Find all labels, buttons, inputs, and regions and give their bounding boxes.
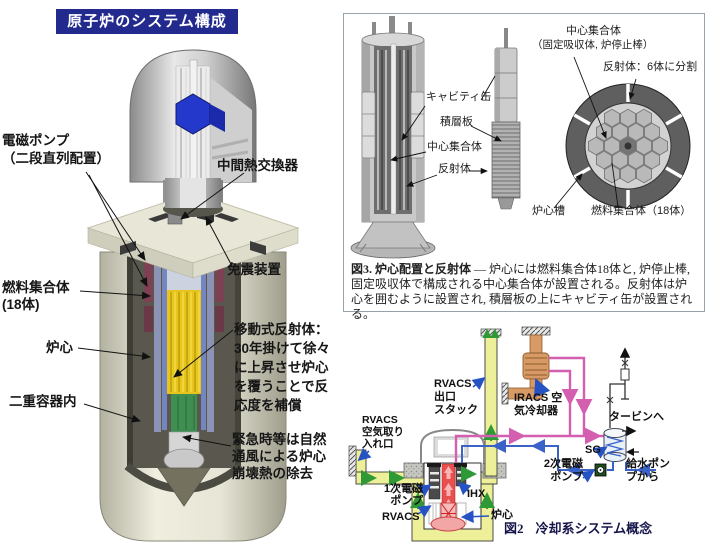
note-movable-reflector: 移動式反射体： 30年掛けて徐々 に上昇させ炉心 を覆うことで反 応度を補償: [234, 322, 331, 413]
figure2-label-arrows: [357, 377, 608, 524]
label-core-schematic: 炉心: [491, 509, 513, 521]
secondary-hot-loop: [454, 356, 604, 463]
label-center-assembly: 中心集合体: [427, 141, 482, 153]
figure3-leader-lines: [390, 56, 637, 209]
secondary-em-pump-symbol: [594, 463, 607, 477]
label-double-vessel: 二重容器内: [9, 394, 77, 409]
figure3-illustration: [350, 16, 691, 259]
label-reflector: 反射体: [438, 163, 471, 175]
vessel-internals: [124, 252, 244, 507]
label-iracs: IRACS 空 気冷却器: [514, 392, 563, 417]
slab-left: [403, 462, 424, 479]
label-rvacs-stack: RVACS 出口 スタック: [434, 378, 478, 416]
label-rvacs: RVACS: [382, 511, 420, 523]
figure3-caption: 図3. 炉心配置と反射体 — 炉心には燃料集合体18体と, 炉停止棒, 固定吸収…: [351, 262, 693, 321]
sg-coil: [604, 436, 625, 457]
label-ihx: 中間熱交換器: [217, 158, 298, 173]
rvacs-outlet-stack: [484, 335, 498, 477]
label-ihx-schematic: IHX: [467, 488, 486, 500]
label-sg: SG: [585, 444, 601, 456]
air-intake-wall: [348, 445, 357, 477]
page-title: 原子炉のシステム構成: [56, 9, 238, 34]
note-emergency-cooling: 緊急時等は自然 通風による炉心 崩壊熱の除去: [232, 432, 327, 481]
em-pump-section: [144, 258, 153, 302]
reactor-dome: [129, 49, 257, 183]
primary-em-pump: [428, 466, 441, 500]
left-leader-lines: [77, 171, 245, 447]
label-laminated-plate: 積層板: [440, 116, 473, 128]
label-core: 炉心: [46, 340, 73, 355]
label-rvacs-intake: RVACS 空気取り 入れ口: [362, 414, 404, 450]
label-feedwater: 給水ポン プから: [626, 458, 670, 483]
ihx-schematic: [455, 466, 467, 487]
label-cavity-can: キャビティ缶: [426, 91, 492, 103]
cavity-can-right: [410, 91, 425, 159]
label-cs-center-assembly: 中心集合体: [566, 25, 621, 37]
fuel-assembly-region: [167, 290, 201, 394]
cooling-system-schematic: [348, 326, 656, 542]
laminated-plate-stack: [491, 121, 521, 199]
label-core-barrel: 炉心槽: [532, 205, 565, 217]
label-turbine: タービンへ: [609, 411, 664, 423]
label-em-pump: 電磁ポンプ （二段直列配置）: [2, 133, 110, 166]
lower-reflector-region: [171, 394, 197, 432]
core-assembly-render: [350, 16, 436, 259]
label-fuel-assembly: 燃料集合体 (18体): [2, 280, 70, 312]
steam-generator: [603, 428, 627, 462]
steam-lines: [606, 347, 637, 437]
secondary-cold-loop: [461, 439, 656, 477]
label-cs-center-assembly-sub: （固定吸収体, 炉停止棒）: [532, 39, 654, 51]
label-primary-pump: 1次電磁 ポンプ: [383, 483, 423, 507]
reflector-assembly-render: [491, 28, 521, 210]
reactor-cutaway-illustration: [77, 49, 300, 542]
fuel-hex-grid: [588, 108, 668, 184]
label-cs-fuel-assembly: 燃料集合体（18体）: [591, 205, 692, 217]
label-secondary-pump: 2次電磁 ポンプ: [543, 458, 583, 483]
label-seismic-isolator: 免震装置: [227, 262, 281, 277]
core-cross-section: [565, 83, 691, 209]
cavity-can-left: [361, 91, 376, 159]
label-cs-reflector: 反射体：6体に分割: [603, 61, 698, 73]
feedwater-inlet-arrow: [626, 448, 634, 456]
